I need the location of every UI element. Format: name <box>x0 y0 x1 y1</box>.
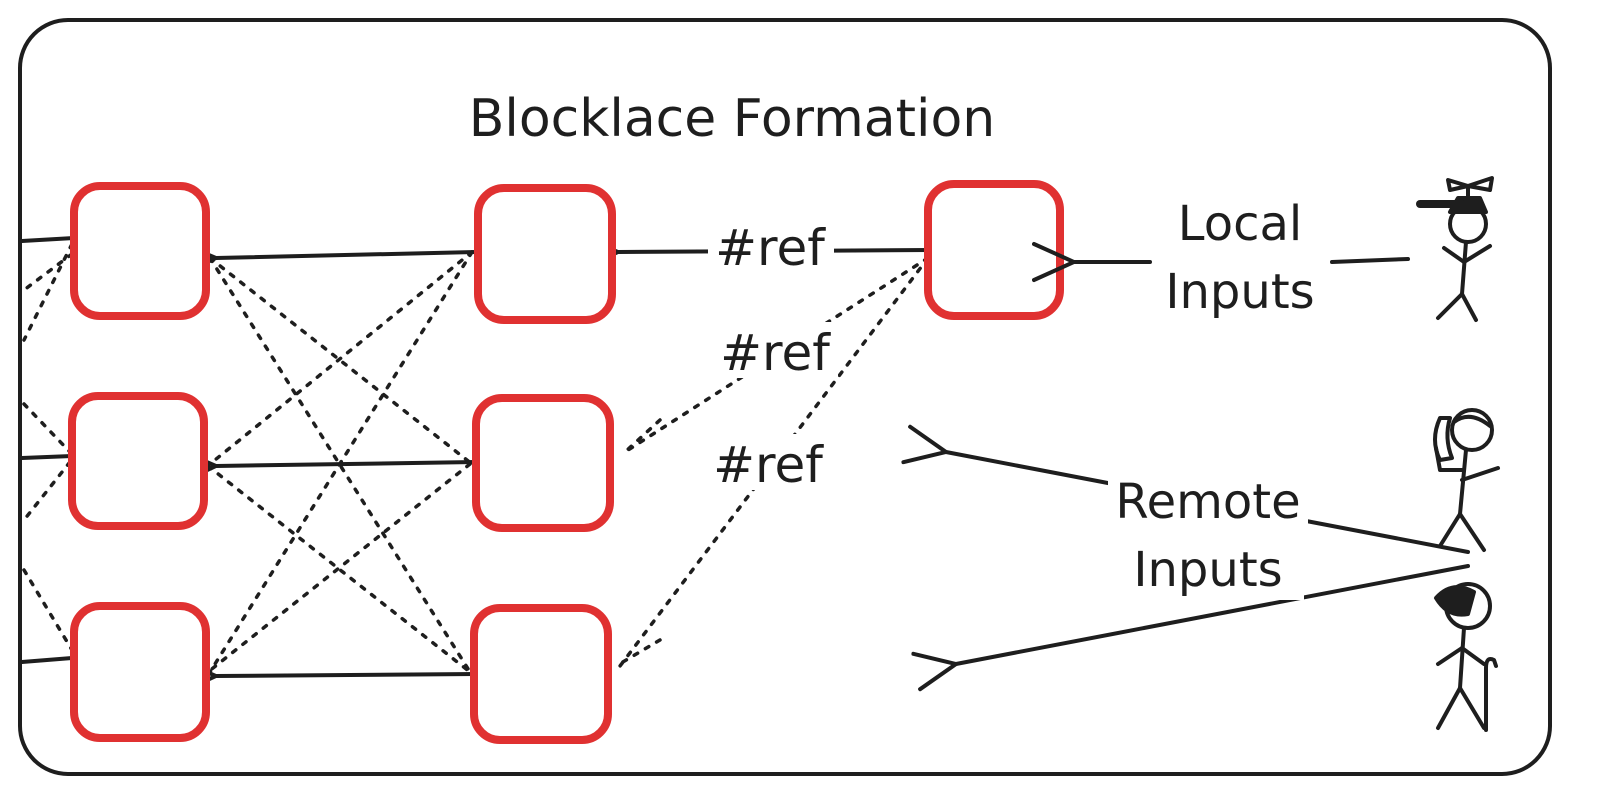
local-inputs-label-line1: Local <box>1178 196 1302 252</box>
local-inputs-label-line2: Inputs <box>1165 264 1314 320</box>
block-col2-top <box>474 184 616 324</box>
dotted-cross-references <box>206 250 930 674</box>
phone-stick-figure-icon <box>1433 408 1500 552</box>
cane-stick-figure-icon <box>1434 582 1498 732</box>
block-col1-top <box>70 182 210 320</box>
block-col3-top <box>924 180 1064 320</box>
blocks <box>68 180 1064 744</box>
remote-inputs-label-line1: Remote <box>1115 474 1300 530</box>
ref-label-bottom: #ref <box>713 436 824 494</box>
block-col2-low <box>470 604 612 744</box>
arrow-col2-low-to-col1-low <box>216 674 478 676</box>
block-col1-low <box>70 602 210 742</box>
outer-frame <box>18 18 1552 776</box>
diagram-title: Blocklace Formation <box>469 89 996 149</box>
propeller-cap-stick-figure-icon <box>1416 176 1494 322</box>
block-col1-mid <box>68 392 208 530</box>
remote-inputs: Remote Inputs <box>946 452 1470 664</box>
block-col2-mid <box>472 394 614 532</box>
arrow-col2-mid-to-col1-mid <box>216 462 478 466</box>
arrow-col2-top-to-col1-top <box>216 252 478 258</box>
ref-label-top: #ref <box>715 219 826 277</box>
local-inputs: Local Inputs <box>1074 196 1410 320</box>
ref-label-middle: #ref <box>720 324 831 382</box>
remote-inputs-label-line2: Inputs <box>1133 542 1282 598</box>
left-edge-connections <box>20 236 76 664</box>
ref-labels: #ref #ref #ref <box>706 218 838 494</box>
